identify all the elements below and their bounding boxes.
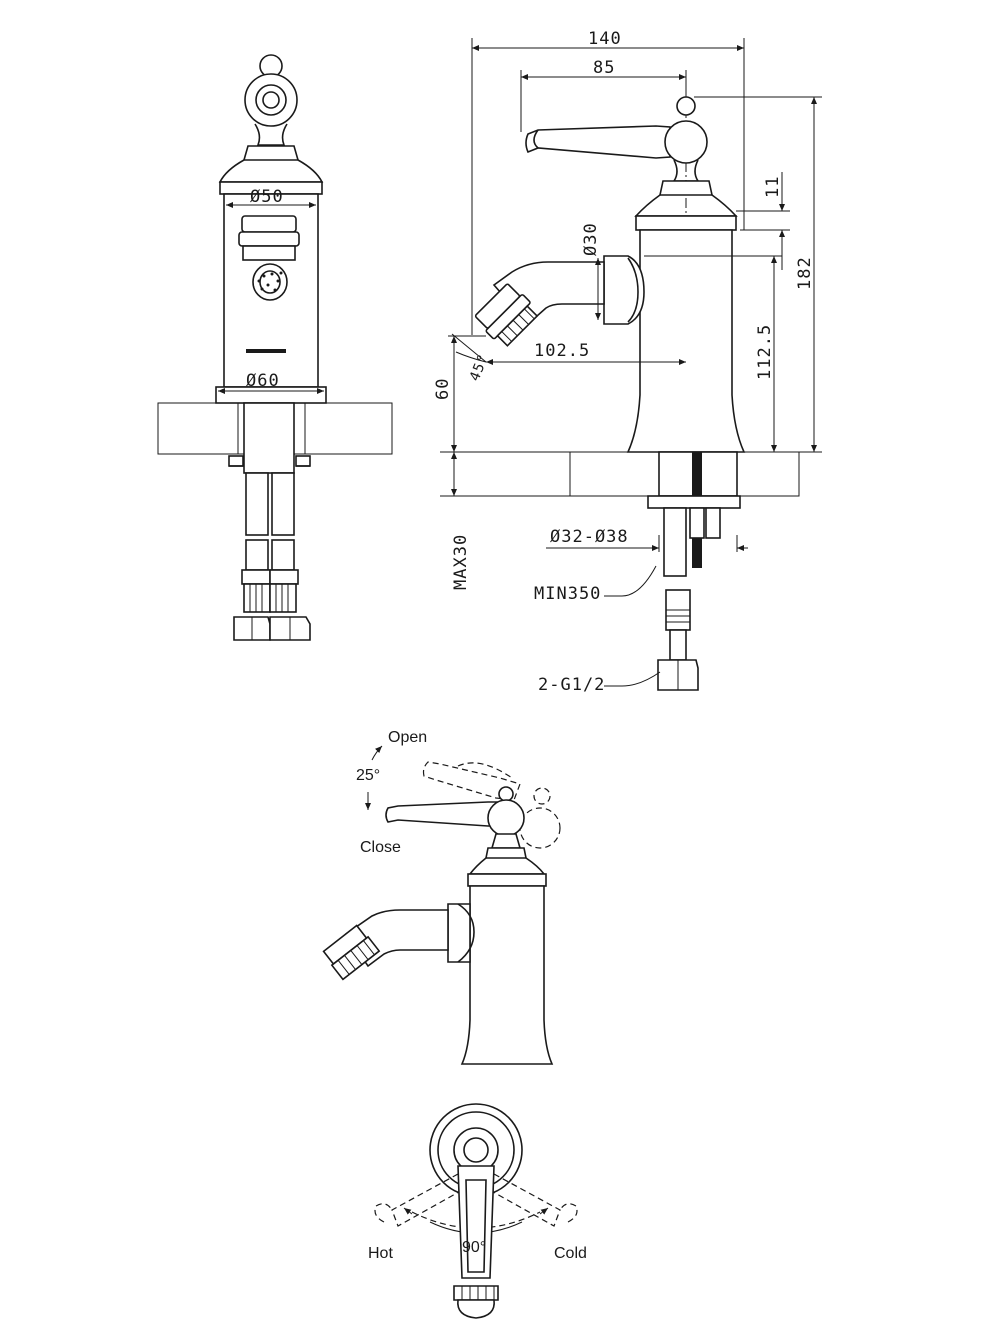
hole-dia: Ø32-Ø38	[550, 527, 629, 547]
side-spout	[474, 255, 645, 347]
brand-mark	[246, 349, 286, 353]
side-mounting-hardware	[647, 451, 741, 691]
side-body	[626, 194, 746, 453]
front-dia-60: Ø60	[246, 371, 280, 391]
min-350: MIN350	[534, 584, 601, 604]
close-label: Close	[360, 839, 401, 856]
dim-102-5: 102.5	[534, 341, 590, 361]
dim-max-30: MAX30	[451, 534, 471, 590]
thread-size: 2-G1/2	[538, 675, 605, 695]
dim-60: 60	[433, 378, 453, 400]
front-countertop-right	[304, 402, 393, 455]
dim-112-5: 112.5	[755, 324, 775, 380]
dim-11: 11	[763, 176, 783, 198]
side-countertop-right	[736, 451, 800, 497]
front-handle-knob	[218, 54, 324, 183]
front-dia-50: Ø50	[250, 187, 284, 207]
operation-top-view: 90° Hot Cold	[368, 1103, 587, 1319]
front-view: Ø50 Ø60	[157, 54, 393, 641]
side-countertop-left	[569, 451, 660, 497]
dim-182: 182	[795, 256, 815, 290]
hot-label: Hot	[368, 1245, 393, 1262]
front-aerator	[238, 215, 300, 301]
front-supply-hoses	[233, 472, 311, 641]
front-countertop-left	[157, 402, 239, 455]
side-view: 140 85 182 11 112.5 Ø30 102.5 45°	[433, 29, 822, 695]
dim-140: 140	[588, 29, 622, 49]
dim-85: 85	[593, 58, 615, 78]
angle-90: 90°	[462, 1239, 486, 1256]
open-label: Open	[388, 729, 427, 746]
side-lever-handle	[525, 96, 713, 196]
cold-label: Cold	[554, 1245, 587, 1262]
side-dia-30: Ø30	[581, 222, 601, 256]
angle-45: 45°	[467, 351, 492, 383]
operation-side-view: Open 25° Close	[322, 729, 561, 1065]
angle-25: 25°	[356, 767, 380, 784]
